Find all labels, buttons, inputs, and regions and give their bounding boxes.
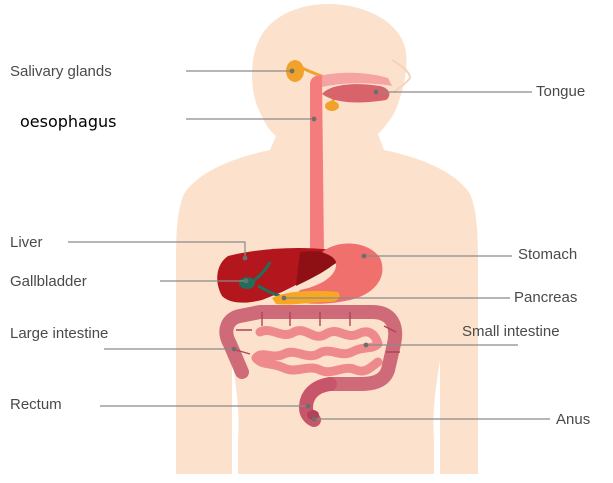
- label-oesophagus: oesophagus: [20, 112, 117, 131]
- label-small-intestine: Small intestine: [462, 323, 560, 340]
- label-anus: Anus: [556, 411, 590, 428]
- label-rectum: Rectum: [10, 396, 62, 413]
- label-liver: Liver: [10, 234, 43, 251]
- dot-pancreas: [282, 296, 287, 301]
- dot-liver: [243, 256, 248, 261]
- dot-rectum: [306, 404, 311, 409]
- dot-tongue: [374, 90, 379, 95]
- dot-anus: [312, 417, 317, 422]
- label-pancreas: Pancreas: [514, 289, 577, 306]
- dot-small-intestine: [364, 343, 369, 348]
- label-tongue: Tongue: [536, 83, 585, 100]
- dot-gallbladder: [244, 279, 249, 284]
- label-salivary-glands: Salivary glands: [10, 63, 112, 80]
- dot-salivary-glands: [290, 69, 295, 74]
- label-stomach: Stomach: [518, 246, 577, 263]
- dot-large-intestine: [232, 347, 237, 352]
- dot-oesophagus: [312, 117, 317, 122]
- label-large-intestine: Large intestine: [10, 325, 108, 342]
- oesophagus: [310, 75, 324, 258]
- dot-stomach: [362, 254, 367, 259]
- label-gallbladder: Gallbladder: [10, 273, 87, 290]
- salivary-gland-lower: [325, 101, 339, 111]
